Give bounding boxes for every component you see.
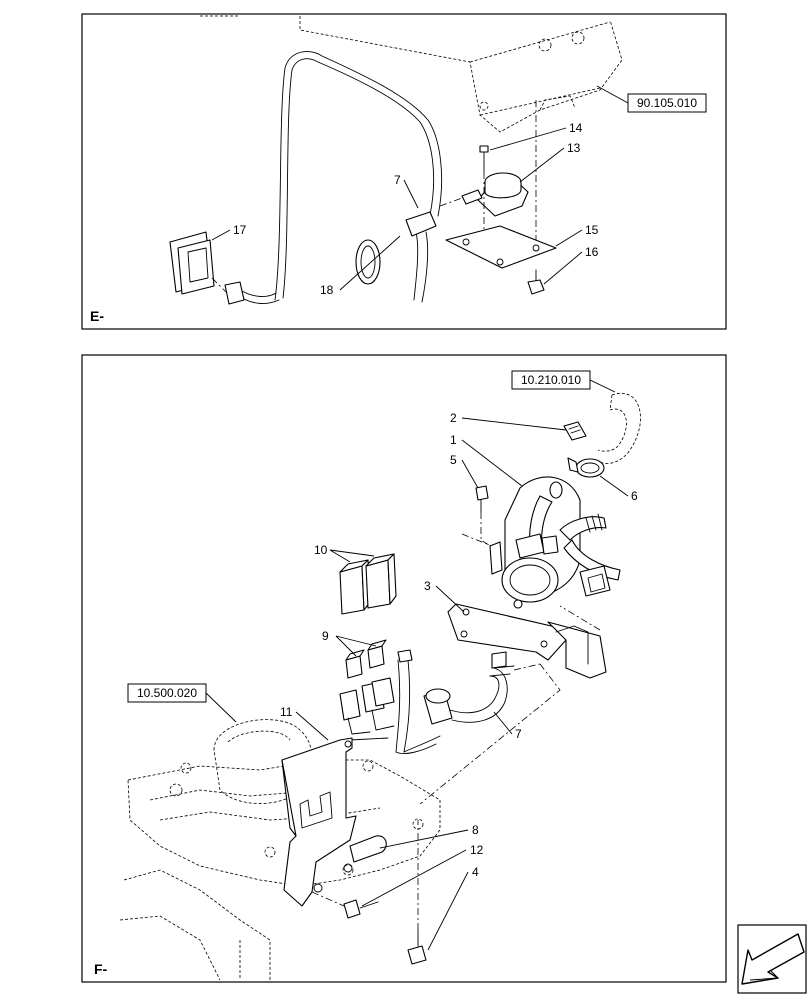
bolt-12 bbox=[311, 891, 379, 919]
bracket-11 bbox=[281, 737, 357, 907]
harness-7 bbox=[423, 663, 541, 725]
callout-label: 4 bbox=[472, 865, 479, 879]
clip-8 bbox=[349, 835, 387, 863]
screw-5 bbox=[461, 485, 503, 575]
panel-f-frame bbox=[81, 354, 727, 983]
harness-cable bbox=[241, 51, 443, 304]
hose-ghost bbox=[597, 392, 641, 464]
callout-label: 12 bbox=[470, 843, 484, 857]
relays-9 bbox=[345, 639, 387, 679]
callout-label: 16 bbox=[585, 245, 599, 259]
reference-box-top[interactable]: 10.210.010 bbox=[511, 370, 616, 393]
callout-label: 7 bbox=[515, 727, 522, 741]
bolt-16 bbox=[527, 269, 545, 295]
panel-f-callouts: 2 1 5 6 10 3 9 11 7 8 12 4 bbox=[280, 411, 638, 951]
section-label-e: E- bbox=[90, 308, 104, 324]
relays-10 bbox=[339, 553, 397, 615]
callout-label: 3 bbox=[424, 579, 431, 593]
plate-15 bbox=[445, 225, 557, 269]
callout-label: 9 bbox=[322, 629, 329, 643]
callout-label: 8 bbox=[472, 823, 479, 837]
section-label-f: F- bbox=[94, 961, 108, 977]
relay-sockets bbox=[339, 649, 441, 755]
reference-box[interactable]: 90.105.010 bbox=[596, 85, 707, 113]
callout-label: 17 bbox=[233, 223, 247, 237]
arrow-left-down-icon[interactable] bbox=[737, 924, 807, 994]
panel-f: 10.210.010 bbox=[81, 354, 727, 983]
callout-label: 18 bbox=[320, 283, 334, 297]
tank-ghost bbox=[213, 719, 313, 804]
bracket-3 bbox=[419, 603, 607, 805]
callout-label: 13 bbox=[567, 141, 581, 155]
panel-e-frame bbox=[81, 13, 727, 330]
callout-label: 7 bbox=[394, 173, 401, 187]
connector-17 bbox=[169, 231, 245, 305]
callout-label: 11 bbox=[280, 705, 293, 719]
callout-label: 6 bbox=[631, 489, 638, 503]
panel-e: 90.105.010 bbox=[81, 13, 727, 330]
reference-label: 10.500.020 bbox=[137, 686, 197, 700]
callout-label: 14 bbox=[569, 121, 583, 135]
clamp-6 bbox=[567, 457, 605, 478]
bolt-4 bbox=[407, 820, 427, 965]
panel-e-callouts: 14 13 7 17 15 16 18 bbox=[211, 121, 599, 297]
callout-label: 10 bbox=[314, 543, 328, 557]
reference-box-bottom[interactable]: 10.500.020 bbox=[127, 683, 237, 723]
grommet-18 bbox=[355, 239, 381, 285]
engine-block-ghost bbox=[119, 759, 441, 981]
callout-label: 1 bbox=[450, 433, 457, 447]
tag-2 bbox=[563, 421, 587, 441]
callout-label: 2 bbox=[450, 411, 457, 425]
valve-1 bbox=[501, 476, 621, 609]
callout-label: 5 bbox=[450, 453, 457, 467]
reference-label: 90.105.010 bbox=[637, 96, 697, 110]
callout-label: 15 bbox=[585, 223, 599, 237]
engine-housing-ghost bbox=[200, 15, 623, 133]
reference-label: 10.210.010 bbox=[521, 373, 581, 387]
sensor-13 bbox=[439, 100, 537, 260]
